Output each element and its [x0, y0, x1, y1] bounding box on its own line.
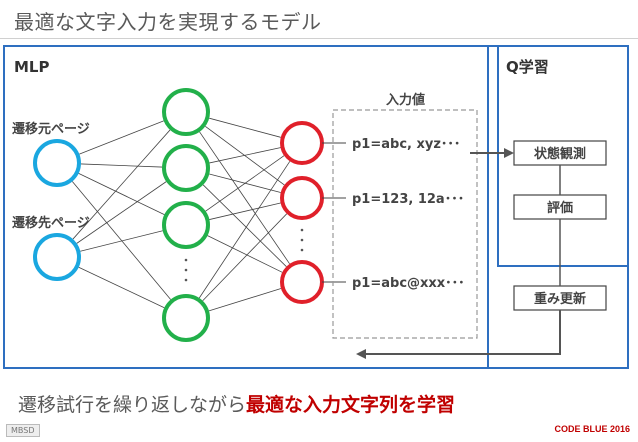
step-evaluate-box: [513, 194, 607, 220]
network-edge: [78, 173, 165, 215]
network-edge: [209, 147, 281, 164]
network-edge: [209, 202, 281, 220]
step-update-box: [513, 285, 607, 311]
output-node-1: [280, 121, 324, 165]
network-edge: [80, 163, 163, 168]
output-node-3: [280, 260, 324, 304]
network-edge: [208, 288, 282, 312]
hidden-node-4: [162, 294, 210, 342]
title-divider: [0, 38, 638, 39]
network-edge: [72, 129, 171, 240]
output-node-2: [280, 176, 324, 220]
network-edge: [209, 117, 281, 138]
bottom-caption-highlight: 最適な入力文字列を学習: [246, 394, 456, 416]
footer-logo: MBSD: [6, 424, 40, 437]
footer-event: CODE BLUE 2016: [554, 424, 630, 434]
hidden-node-2: [162, 144, 210, 192]
q-label: Q学習: [506, 58, 549, 76]
mlp-label: MLP: [14, 58, 49, 76]
page-title: 最適な文字入力を実現するモデル: [14, 10, 322, 34]
bottom-caption-prefix: 遷移試行を繰り返しながら: [18, 394, 247, 416]
input-value-label: 入力値: [386, 92, 425, 108]
input-value-box: [332, 109, 478, 339]
input-label-target: 遷移先ページ: [12, 215, 90, 231]
hidden-node-3: [162, 201, 210, 249]
network-edge: [202, 184, 287, 267]
network-edge: [79, 120, 164, 155]
network-edge: [199, 131, 290, 265]
input-label-source: 遷移元ページ: [12, 121, 90, 137]
bottom-caption: 遷移試行を繰り返しながら最適な入力文字列を学習: [18, 390, 455, 417]
input-value-2: p1=123, 12a･･･: [352, 192, 464, 207]
network-edge: [198, 161, 291, 299]
network-edge: [80, 230, 163, 252]
input-value-1: p1=abc, xyz･･･: [352, 137, 460, 152]
feedback-arrow: [356, 310, 561, 359]
output-ellipsis: [300, 228, 304, 252]
network-connections: [72, 117, 291, 312]
mlp-frame: [3, 45, 489, 369]
step-update: 重み更新: [534, 291, 586, 307]
step-observe: 状態観測: [534, 146, 586, 162]
input-node-source: [33, 139, 81, 187]
input-value-3: p1=abc@xxx･･･: [352, 276, 465, 291]
step-observe-box: [513, 140, 607, 166]
network-edge: [207, 235, 283, 273]
hidden-node-1: [162, 88, 210, 136]
hidden-ellipsis: [184, 258, 188, 282]
network-edge: [78, 266, 165, 309]
input-node-target: [33, 233, 81, 281]
network-edge: [202, 213, 287, 302]
step-evaluate: 評価: [547, 200, 573, 216]
q-frame: [497, 45, 629, 267]
network-edge: [72, 181, 171, 300]
network-edge: [76, 181, 167, 244]
network-edge: [205, 155, 285, 212]
